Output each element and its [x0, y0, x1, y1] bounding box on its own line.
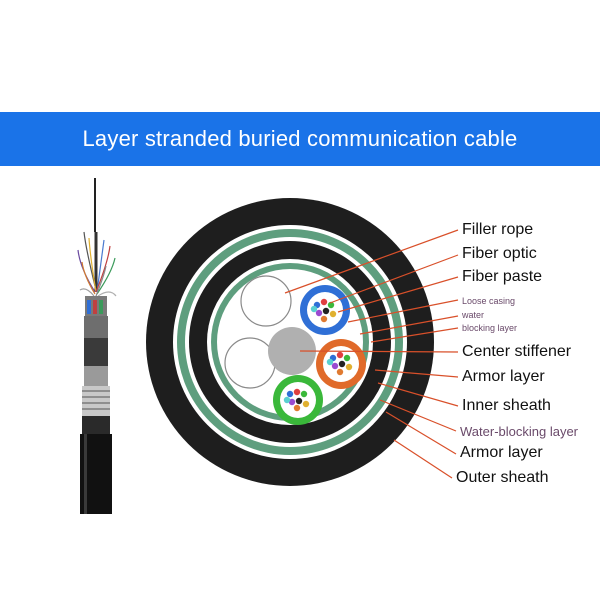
- leader-armor-layer-2: [385, 411, 457, 455]
- label-loose-casing: Loose casing: [462, 296, 516, 306]
- leader-lines: [284, 229, 459, 479]
- label-blocking-layer: blocking layer: [462, 323, 518, 333]
- title-banner: Layer stranded buried communication cabl…: [0, 112, 600, 166]
- leader-center-stiffener: [299, 350, 459, 353]
- leader-inner-sheath: [377, 382, 459, 407]
- leader-outer-sheath: [393, 439, 453, 479]
- leader-water-blocking: [379, 399, 457, 432]
- cable-side-view: [77, 178, 117, 514]
- label-outer-sheath: Outer sheath: [456, 469, 549, 486]
- loose-tube-orange: [316, 339, 366, 389]
- cable-cross-section: [146, 198, 434, 486]
- filler-rope-left: [224, 337, 276, 389]
- label-water: water: [462, 310, 485, 320]
- label-fiber-optic: Fiber optic: [462, 245, 537, 262]
- filler-rope-top: [240, 275, 292, 327]
- banner-title: Layer stranded buried communication cabl…: [82, 126, 518, 151]
- leader-fiber-optic: [329, 254, 459, 304]
- label-armor-layer-2: Armor layer: [460, 444, 543, 461]
- label-water-blocking-layer: Water-blocking layer: [460, 424, 579, 439]
- leader-fiber-paste: [337, 276, 459, 313]
- leader-loose-casing: [347, 299, 459, 323]
- leader-armor-layer-1: [374, 369, 459, 378]
- leader-blocking-layer: [370, 327, 459, 343]
- leader-filler-rope: [284, 229, 459, 294]
- label-filler-rope: Filler rope: [462, 221, 534, 238]
- leader-water: [359, 315, 459, 335]
- armor-bands: [82, 386, 110, 434]
- label-armor-layer-1: Armor layer: [462, 368, 545, 385]
- loose-tube-blue: [300, 285, 350, 335]
- label-inner-sheath: Inner sheath: [462, 397, 551, 414]
- label-fiber-paste: Fiber paste: [462, 268, 543, 285]
- loose-tube-green: [273, 375, 323, 425]
- center-stiffener-circle: [268, 327, 316, 375]
- label-center-stiffener: Center stiffener: [462, 343, 572, 360]
